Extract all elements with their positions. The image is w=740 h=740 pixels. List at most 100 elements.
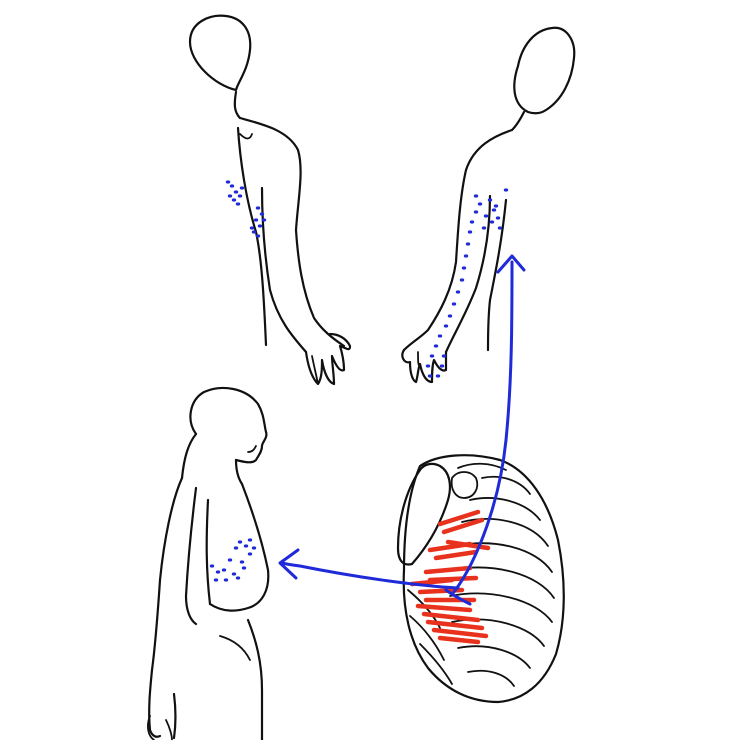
arm-inner-2 xyxy=(444,194,492,354)
shoulder-arm-outer-1 xyxy=(238,116,346,348)
referral-dot xyxy=(473,194,479,198)
muscle-fiber xyxy=(423,565,473,575)
referral-dot xyxy=(257,224,263,228)
neck-front-3 xyxy=(234,458,244,486)
referral-dot xyxy=(243,544,249,548)
referral-dot xyxy=(503,188,509,192)
referral-dot xyxy=(489,220,495,224)
hand-3 xyxy=(147,715,173,740)
forearm-3 xyxy=(148,668,177,740)
rib-2 xyxy=(469,497,541,521)
referral-dot xyxy=(239,186,245,190)
rib-1 xyxy=(481,475,531,495)
rib-6 xyxy=(449,592,553,623)
muscle-fiber xyxy=(415,603,473,613)
neck-back-1 xyxy=(233,90,242,120)
belly-curve-3 xyxy=(219,635,251,661)
referral-pain-pattern xyxy=(209,180,509,582)
referral-dot xyxy=(443,324,449,328)
head-outline-1 xyxy=(188,14,252,92)
rib-cage-outline xyxy=(402,454,565,704)
shoulder-joint xyxy=(450,471,479,499)
referral-dot xyxy=(463,254,469,258)
referral-dot xyxy=(227,558,233,562)
referral-dot xyxy=(459,278,465,282)
head-outline-2 xyxy=(513,26,576,115)
rib-9 xyxy=(467,669,515,687)
rib-left-3 xyxy=(419,643,453,685)
muscle-fiber xyxy=(421,611,481,623)
referral-dot xyxy=(497,226,503,230)
armpit-crease-1 xyxy=(239,133,253,140)
referral-dot xyxy=(467,230,473,234)
referral-dot xyxy=(483,214,489,218)
arm-inner-1 xyxy=(260,186,308,354)
neck-back-3 xyxy=(180,432,198,480)
referral-dot xyxy=(435,374,441,378)
referral-dot xyxy=(469,220,475,224)
referral-dot xyxy=(209,564,215,568)
hand-2 xyxy=(401,348,448,384)
referral-dot xyxy=(221,568,227,572)
muscle-fiber xyxy=(437,509,481,527)
referral-dot xyxy=(233,190,239,194)
referral-dot xyxy=(255,206,261,210)
figure-bottom-left xyxy=(147,386,270,740)
referral-dot xyxy=(241,566,247,570)
muscle-fiber xyxy=(441,517,485,535)
referral-dot xyxy=(225,180,231,184)
muscle-fiber xyxy=(437,635,481,645)
head-outline-3 xyxy=(189,386,268,464)
arrows xyxy=(278,254,526,606)
referral-dot xyxy=(491,208,497,212)
referral-dot xyxy=(251,230,257,234)
referral-dot xyxy=(427,374,433,378)
referral-dot xyxy=(487,198,493,202)
referral-dot xyxy=(429,354,435,358)
referral-dot xyxy=(223,578,229,582)
figure-top-left xyxy=(188,14,352,386)
arm-front-3 xyxy=(205,498,212,606)
referral-dot xyxy=(465,242,471,246)
referral-dot xyxy=(493,204,499,208)
chest-front-3 xyxy=(208,482,270,612)
back-line-3 xyxy=(150,476,184,672)
referral-dot xyxy=(235,576,241,580)
referral-dot xyxy=(255,234,261,238)
referral-dot xyxy=(253,218,259,222)
referral-dot xyxy=(213,578,219,582)
referral-dot xyxy=(261,218,267,222)
referral-dot xyxy=(451,302,457,306)
muscle-fiber xyxy=(431,627,489,639)
referral-dot xyxy=(237,194,243,198)
referral-dot xyxy=(229,184,235,188)
referral-dot xyxy=(473,210,479,214)
muscle-fiber xyxy=(433,549,479,561)
arrow-head-left xyxy=(278,548,300,580)
referral-dot xyxy=(251,546,257,550)
shoulder-arm-outer-2 xyxy=(402,128,514,352)
arrow-to-arm-referral xyxy=(452,260,514,594)
referral-dot xyxy=(247,552,253,556)
figure-top-right xyxy=(401,26,576,384)
torso-side-1 xyxy=(236,126,268,347)
rib-3 xyxy=(461,518,549,547)
referral-dot xyxy=(455,290,461,294)
referral-dot xyxy=(447,314,453,318)
torso-side-2 xyxy=(486,198,508,352)
hand-1 xyxy=(304,332,352,386)
referral-dot xyxy=(239,560,245,564)
referral-dot xyxy=(215,570,221,574)
referral-dot xyxy=(441,354,447,358)
referral-dot xyxy=(433,344,439,348)
arm-back-3 xyxy=(184,486,198,626)
referral-dot xyxy=(439,364,445,368)
finger-line-1 xyxy=(311,355,319,385)
referral-dot xyxy=(437,334,443,338)
figure-rib-cage xyxy=(396,454,565,704)
muscle-fiber xyxy=(425,619,485,631)
referral-dot xyxy=(477,202,483,206)
referral-dot xyxy=(227,194,233,198)
arrow-to-chest-referral xyxy=(280,561,460,590)
